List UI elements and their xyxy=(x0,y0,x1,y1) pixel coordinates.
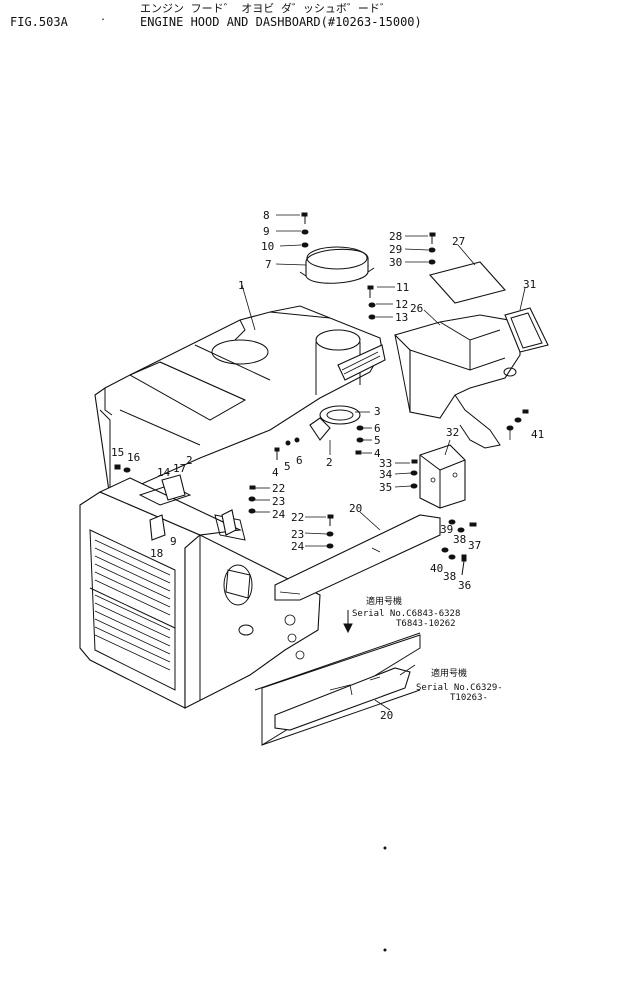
note-lower-serial-1: Serial No.C6329- xyxy=(416,683,503,693)
dashboard-cover xyxy=(428,261,507,304)
plate-lower-inset xyxy=(254,632,421,746)
callout-17: 17 xyxy=(173,462,186,475)
note-upper-jp: 適用号機 xyxy=(366,595,402,607)
dashboard-panel xyxy=(393,314,521,449)
callout-7: 7 xyxy=(265,258,272,271)
callout-2a: 2 xyxy=(326,456,333,469)
callout-37b: 38 xyxy=(443,570,456,583)
callout-numbers: 8 9 10 7 1 28 29 30 27 31 11 12 13 26 3 … xyxy=(111,209,544,722)
callout-38b: 40 xyxy=(430,562,443,575)
callout-32: 33 xyxy=(379,457,392,470)
callout-6a: 6 xyxy=(374,422,381,435)
figure-number: FIG.503A xyxy=(10,15,68,29)
side-panel xyxy=(184,534,321,709)
note-lower-jp: 適用号機 xyxy=(431,667,467,679)
callout-33: 34 xyxy=(379,468,393,481)
leader-lines xyxy=(241,214,526,711)
callout-24a: 24 xyxy=(272,508,286,521)
bracket xyxy=(419,444,466,509)
callout-25: 26 xyxy=(410,302,423,315)
callout-26: 27 xyxy=(452,235,465,248)
callout-2b: 2 xyxy=(186,454,193,467)
air-cleaner-opening xyxy=(315,329,386,395)
callout-4b: 4 xyxy=(272,466,279,479)
air-cleaner-cap xyxy=(299,246,375,284)
callout-18: 18 xyxy=(150,547,163,560)
callout-34: 35 xyxy=(379,481,392,494)
gauge-frame xyxy=(504,307,549,353)
katakana-title: エンジン フード゛ オヨビ ダ゛ッシュボ゛ード゛ xyxy=(140,2,391,15)
callout-22b: 22 xyxy=(291,511,304,524)
callout-23b: 23 xyxy=(291,528,304,541)
callout-10: 10 xyxy=(261,240,274,253)
margin-dot: . xyxy=(100,12,107,23)
margin-dots xyxy=(383,846,387,952)
callout-38a: 39 xyxy=(440,523,453,536)
callout-5a: 5 xyxy=(374,434,381,447)
applicability-note-upper: 適用号機 Serial No.C6843-6328 T6843-10262 xyxy=(352,595,460,629)
callout-16: 16 xyxy=(127,451,140,464)
callout-20a: 20 xyxy=(349,502,362,515)
callout-20b: 20 xyxy=(380,709,393,722)
callout-31: 32 xyxy=(446,426,459,439)
diagram-title: ENGINE HOOD AND DASHBOARD(#10263-15000) xyxy=(140,15,422,29)
callout-9b: 9 xyxy=(170,535,177,548)
callout-14: 14 xyxy=(157,466,171,479)
applicability-note-lower: 適用号機 Serial No.C6329- T10263- xyxy=(416,667,503,703)
engine-hood xyxy=(94,305,383,499)
callout-22a: 22 xyxy=(272,482,285,495)
callout-27: 28 xyxy=(389,230,402,243)
inset-arrowhead xyxy=(343,623,353,634)
fasteners xyxy=(114,212,529,576)
callout-11: 11 xyxy=(396,281,409,294)
callout-39: 41 xyxy=(531,428,544,441)
note-upper-serial-1: Serial No.C6843-6328 xyxy=(352,609,460,619)
callout-30: 31 xyxy=(523,278,536,291)
callout-13: 13 xyxy=(395,311,408,324)
plate-upper xyxy=(274,514,441,601)
callout-35: 36 xyxy=(458,579,471,592)
callout-9a: 9 xyxy=(263,225,270,238)
callout-24b: 24 xyxy=(291,540,305,553)
air-intake-ring xyxy=(309,405,361,441)
callout-12: 12 xyxy=(395,298,408,311)
note-lower-serial-2: T10263- xyxy=(450,693,488,703)
callout-29: 30 xyxy=(389,256,402,269)
callout-1: 1 xyxy=(238,279,245,292)
callout-5b: 5 xyxy=(284,460,291,473)
callout-4a: 4 xyxy=(374,447,381,460)
callout-15: 15 xyxy=(111,446,124,459)
callout-3: 3 xyxy=(374,405,381,418)
callout-36: 37 xyxy=(468,539,481,552)
callout-28: 29 xyxy=(389,243,402,256)
callout-37a: 38 xyxy=(453,533,466,546)
callout-6b: 6 xyxy=(296,454,303,467)
callout-23a: 23 xyxy=(272,495,285,508)
note-upper-serial-2: T6843-10262 xyxy=(396,619,456,629)
callout-8: 8 xyxy=(263,209,270,222)
